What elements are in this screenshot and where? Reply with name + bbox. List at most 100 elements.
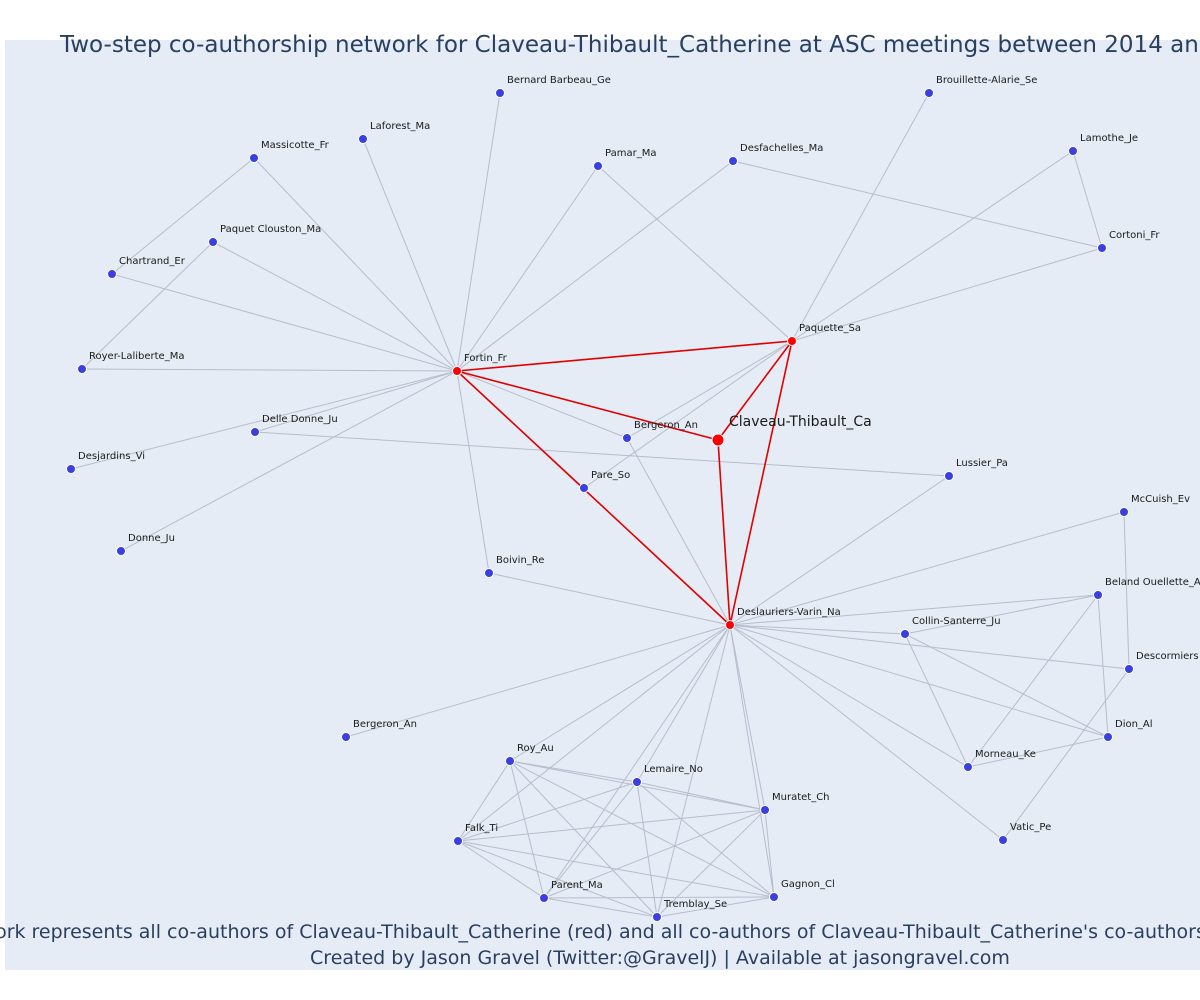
node-delledonne[interactable]: [250, 427, 260, 437]
node-lamothe[interactable]: [1068, 146, 1078, 156]
node-chartrand[interactable]: [107, 269, 117, 279]
edge-paquetclouston-royer: [81, 241, 214, 370]
node-lemaire[interactable]: [632, 777, 642, 787]
edge-lemaire-tremblay: [636, 781, 658, 918]
node-label-boivin: Boivin_Re: [496, 555, 544, 566]
node-paquette[interactable]: [787, 336, 797, 346]
node-label-falk: Falk_Ti: [465, 823, 498, 834]
edge-lamothe-cortoni: [1072, 150, 1103, 249]
node-label-gagnon: Gagnon_Cl: [781, 879, 835, 890]
node-label-descormiers: Descormiers: [1136, 651, 1199, 662]
node-brouillette[interactable]: [924, 88, 934, 98]
node-morneau[interactable]: [963, 762, 973, 772]
edge-fortin-delledonne: [254, 370, 458, 433]
edge-fortin-royer: [81, 368, 458, 372]
edge-cortoni-paquette: [791, 247, 1103, 342]
node-roy[interactable]: [505, 756, 515, 766]
edge-gagnon-deslauriers: [729, 624, 775, 898]
node-donne[interactable]: [116, 546, 126, 556]
edge-pamar-paquette: [597, 165, 793, 342]
node-label-beland: Beland Ouellette_A: [1105, 577, 1200, 588]
node-label-vatic: Vatic_Pe: [1010, 822, 1051, 833]
node-paquetclouston[interactable]: [208, 237, 218, 247]
node-pamar[interactable]: [593, 161, 603, 171]
node-label-pamar: Pamar_Ma: [605, 148, 656, 159]
node-parent[interactable]: [539, 893, 549, 903]
node-label-lamothe: Lamothe_Je: [1080, 133, 1138, 144]
node-massicotte[interactable]: [249, 153, 259, 163]
node-beland[interactable]: [1093, 590, 1103, 600]
node-laforest[interactable]: [358, 134, 368, 144]
node-deslauriers[interactable]: [725, 620, 735, 630]
node-fortin[interactable]: [452, 366, 462, 376]
edge-fortin-laforest: [362, 138, 458, 372]
edge-paquette-pare: [583, 340, 793, 489]
edges-layer: [70, 92, 1130, 918]
chart-title: Two-step co-authorship network for Clave…: [59, 32, 1200, 58]
edge-fortin-desjardins: [70, 370, 458, 470]
edge-collin-morneau: [904, 633, 969, 768]
node-label-cortoni: Cortoni_Fr: [1109, 230, 1160, 241]
edge-bergeron1-deslauriers: [626, 437, 731, 626]
edge-boivin-deslauriers: [488, 572, 731, 626]
edge-morneau-dion: [967, 736, 1109, 768]
node-muratet[interactable]: [760, 805, 770, 815]
edge-mccuish-deslauriers: [729, 511, 1125, 626]
node-label-claveau: Claveau-Thibault_Ca: [729, 414, 872, 430]
node-label-muratet: Muratet_Ch: [772, 792, 830, 803]
node-claveau[interactable]: [711, 433, 725, 447]
node-bergeron1[interactable]: [622, 433, 632, 443]
edge-delledonne-lussier: [254, 431, 950, 477]
edge-vatic-deslauriers: [729, 624, 1004, 841]
node-desjardins[interactable]: [66, 464, 76, 474]
edge-fortin-pamar: [456, 165, 599, 372]
edge-collin-deslauriers: [729, 624, 906, 635]
node-dion[interactable]: [1103, 732, 1113, 742]
red-edge-claveau-deslauriers: [717, 439, 731, 626]
node-falk[interactable]: [453, 836, 463, 846]
node-label-massicotte: Massicotte_Fr: [261, 140, 330, 151]
node-label-tremblay: Tremblay_Se: [663, 899, 727, 910]
edge-muratet-tremblay: [656, 809, 766, 918]
edge-gagnon-tremblay: [656, 896, 775, 918]
labels-layer: Claveau-Thibault_CaFortin_FrPaquette_SaD…: [78, 75, 1200, 910]
node-label-brouillette: Brouillette-Alarie_Se: [936, 75, 1037, 86]
node-lussier[interactable]: [944, 471, 954, 481]
node-royer[interactable]: [77, 364, 87, 374]
node-bergeron2[interactable]: [341, 732, 351, 742]
node-label-lemaire: Lemaire_No: [644, 764, 703, 775]
edge-roy-parent: [509, 760, 545, 899]
node-label-desjardins: Desjardins_Vi: [78, 451, 145, 462]
node-vatic[interactable]: [998, 835, 1008, 845]
footer-line-2: Created by Jason Gravel (Twitter:@Gravel…: [310, 947, 1010, 969]
node-label-fortin: Fortin_Fr: [464, 353, 508, 364]
node-label-collin: Collin-Santerre_Ju: [912, 616, 1001, 627]
edge-fortin-desfachelles: [456, 160, 734, 372]
node-gagnon[interactable]: [769, 892, 779, 902]
node-desfachelles[interactable]: [728, 156, 738, 166]
node-bernard[interactable]: [495, 88, 505, 98]
edge-collin-dion: [904, 633, 1109, 738]
node-cortoni[interactable]: [1097, 243, 1107, 253]
node-label-bernard: Bernard Barbeau_Ge: [507, 75, 611, 86]
node-tremblay[interactable]: [652, 912, 662, 922]
node-label-mccuish: McCuish_Ev: [1131, 494, 1190, 505]
node-collin[interactable]: [900, 629, 910, 639]
node-pare[interactable]: [579, 483, 589, 493]
node-mccuish[interactable]: [1119, 507, 1129, 517]
edge-beland-deslauriers: [729, 594, 1099, 626]
node-descormiers[interactable]: [1124, 664, 1134, 674]
edge-dion-deslauriers: [729, 624, 1109, 738]
node-boivin[interactable]: [484, 568, 494, 578]
node-label-delledonne: Delle Donne_Ju: [262, 414, 338, 425]
edge-falk-parent: [457, 840, 545, 899]
edge-lemaire-muratet: [636, 781, 766, 811]
node-label-desfachelles: Desfachelles_Ma: [740, 143, 823, 154]
node-label-chartrand: Chartrand_Er: [119, 256, 186, 267]
red-edges-layer: [456, 340, 793, 626]
edge-falk-deslauriers: [457, 624, 731, 842]
edge-roy-falk: [457, 760, 511, 842]
edge-lussier-deslauriers: [729, 475, 950, 626]
node-label-donne: Donne_Ju: [128, 533, 175, 544]
